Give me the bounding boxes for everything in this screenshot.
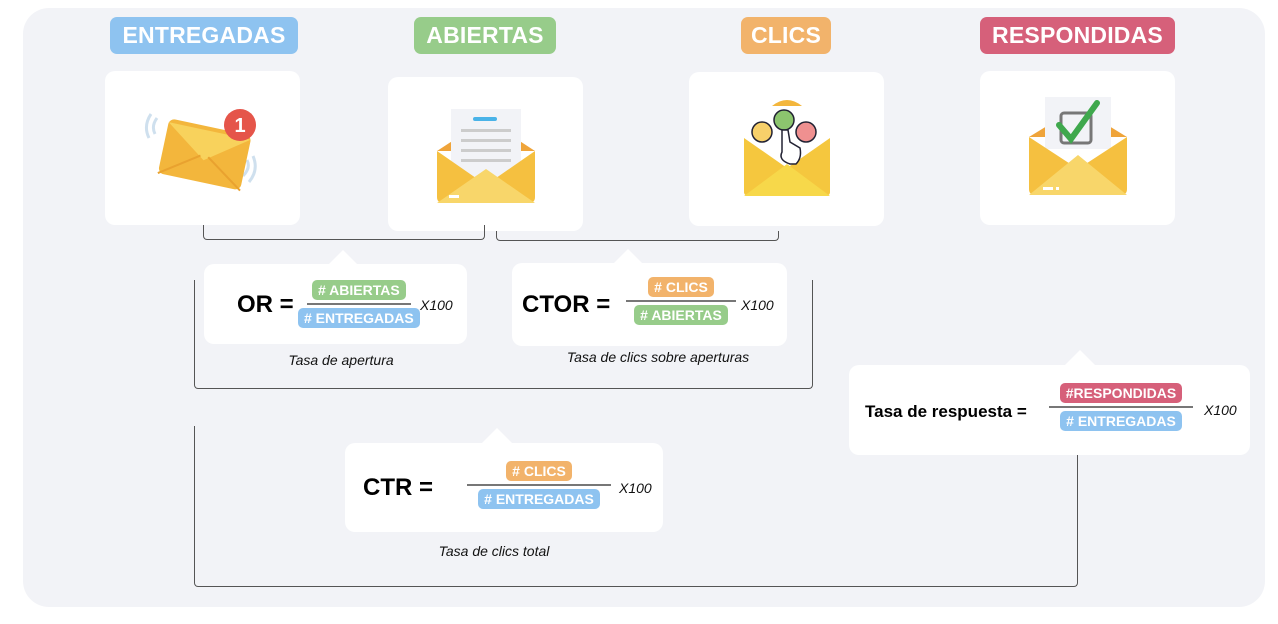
- notification-badge: 1: [234, 115, 245, 137]
- fraction-bar: [306, 303, 411, 305]
- ctr-label: CTR =: [363, 474, 434, 501]
- ctor-bracket: [496, 231, 779, 241]
- or-caption: Tasa de apertura: [288, 352, 394, 368]
- envelope-notification-icon: 1: [144, 109, 257, 192]
- ctr-pointer: [481, 428, 513, 444]
- tag-abiertas: ABIERTAS: [414, 17, 556, 54]
- ctr-response-bracket: [194, 426, 1078, 587]
- tag-entregadas: ENTREGADAS: [110, 17, 298, 54]
- or-denominator: # ENTREGADAS: [298, 307, 420, 328]
- ctor-fraction: # CLICS # ABIERTAS: [626, 277, 736, 325]
- open-envelope-letter-icon: [436, 109, 535, 203]
- clics-icon-card: [689, 72, 884, 226]
- response-denominator: # ENTREGADAS: [1060, 410, 1182, 431]
- ctor-multiplier: X100: [741, 297, 774, 313]
- or-pointer: [327, 250, 359, 266]
- response-label: Tasa de respuesta =: [865, 402, 1027, 421]
- ctor-caption: Tasa de clics sobre aperturas: [566, 349, 750, 365]
- respondidas-icon-card: [980, 71, 1175, 225]
- or-multiplier: X100: [420, 297, 453, 313]
- ctr-fraction: # CLICS # ENTREGADAS: [467, 461, 611, 509]
- tag-respondidas: RESPONDIDAS: [980, 17, 1175, 54]
- ctr-numerator: # CLICS: [506, 461, 572, 481]
- ctr-caption: Tasa de clics total: [438, 543, 550, 559]
- fraction-bar: [626, 300, 736, 302]
- response-pointer: [1064, 350, 1096, 366]
- or-formula-card: OR = # ABIERTAS # ENTREGADAS X100: [204, 264, 467, 344]
- or-ctor-group-bracket: [194, 280, 813, 389]
- ctor-numerator: # CLICS: [648, 277, 714, 297]
- fraction-bar: [467, 484, 611, 486]
- ctr-formula-card: CTR = # CLICS # ENTREGADAS X100: [345, 443, 663, 532]
- ctor-denominator: # ABIERTAS: [634, 304, 728, 325]
- response-numerator: #RESPONDIDAS: [1059, 383, 1183, 403]
- ctor-label: CTOR =: [522, 291, 611, 318]
- tag-clics: CLICS: [741, 17, 831, 54]
- ctor-formula-card: CTOR = # CLICS # ABIERTAS X100: [512, 263, 787, 346]
- fraction-bar: [1049, 406, 1193, 408]
- response-multiplier: X100: [1204, 402, 1237, 418]
- or-bracket: [203, 225, 485, 240]
- entregadas-icon-card: 1: [105, 71, 300, 225]
- abiertas-icon-card: [388, 77, 583, 231]
- envelope-click-emoji-icon: [743, 100, 830, 196]
- or-fraction: # ABIERTAS # ENTREGADAS: [298, 280, 420, 328]
- response-formula-card: Tasa de respuesta = #RESPONDIDAS # ENTRE…: [849, 365, 1250, 455]
- response-fraction: #RESPONDIDAS # ENTREGADAS: [1049, 383, 1193, 431]
- ctr-multiplier: X100: [619, 480, 652, 496]
- ctor-pointer: [612, 249, 644, 265]
- ctr-denominator: # ENTREGADAS: [478, 488, 600, 509]
- envelope-checkmark-icon: [1028, 97, 1127, 195]
- or-numerator: # ABIERTAS: [312, 280, 406, 300]
- or-label: OR =: [237, 291, 294, 318]
